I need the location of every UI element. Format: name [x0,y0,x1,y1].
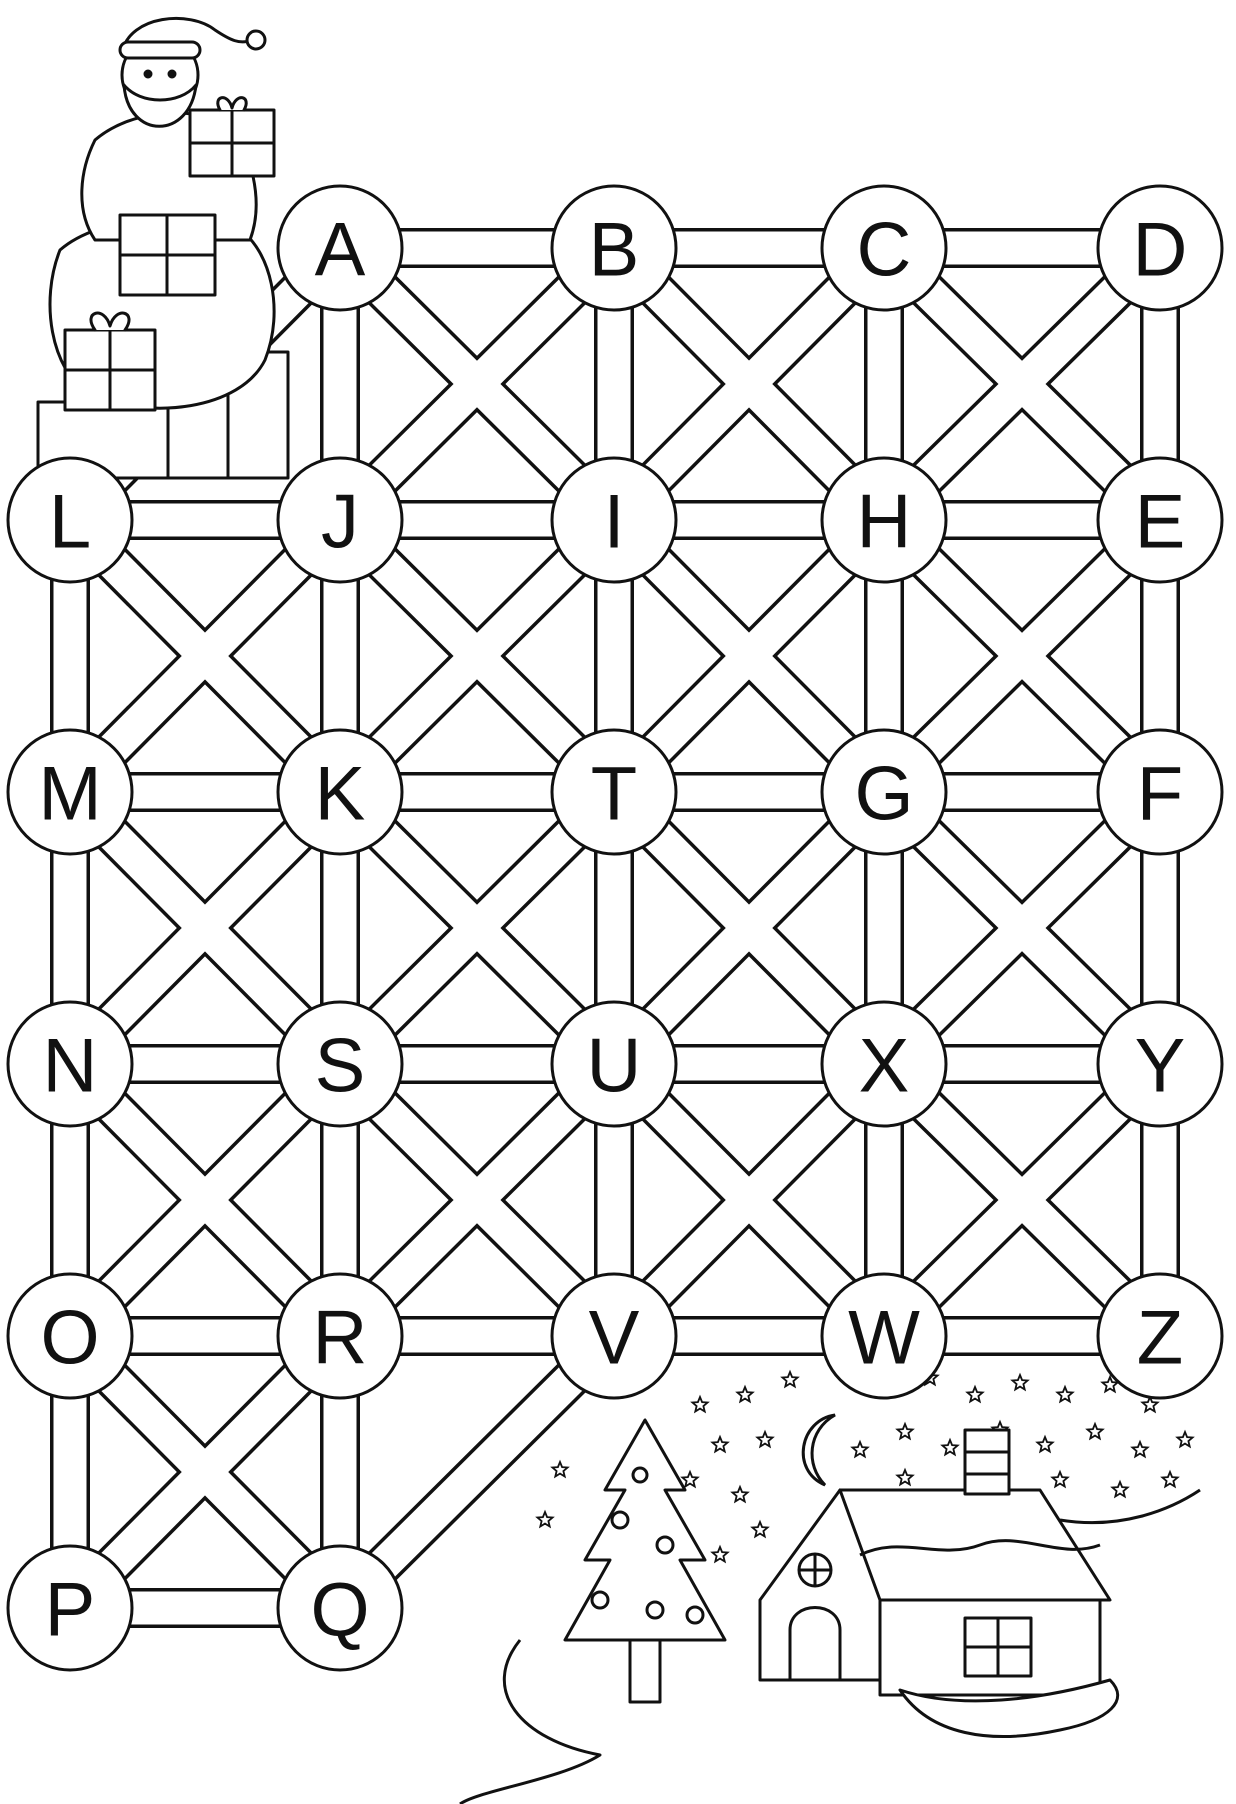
letter-node-u[interactable]: U [552,1002,676,1126]
star-icon [752,1522,767,1537]
letter-node-label: E [1135,480,1186,565]
letter-node-y[interactable]: Y [1098,1002,1222,1126]
star-icon [897,1424,912,1439]
star-icon [1177,1432,1192,1447]
letter-node-label: W [848,1296,920,1381]
star-icon [692,1397,707,1412]
star-icon [1132,1442,1147,1457]
letter-node-label: G [854,752,913,837]
letter-node-t[interactable]: T [552,730,676,854]
letter-node-label: T [591,752,637,837]
letter-node-b[interactable]: B [552,186,676,310]
letter-node-label: S [315,1024,366,1109]
letter-node-label: X [859,1024,910,1109]
star-icon [897,1470,912,1485]
letter-node-z[interactable]: Z [1098,1274,1222,1398]
star-icon [1057,1387,1072,1402]
letter-node-n[interactable]: N [8,1002,132,1126]
letter-node-s[interactable]: S [278,1002,402,1126]
star-icon [712,1437,727,1452]
letter-node-label: F [1137,752,1183,837]
letter-node-c[interactable]: C [822,186,946,310]
letter-node-label: D [1133,208,1188,293]
star-icon [1012,1375,1027,1390]
letter-node-label: L [49,480,91,565]
crescent-moon-icon [803,1415,835,1485]
letter-node-w[interactable]: W [822,1274,946,1398]
star-icon [1162,1472,1177,1487]
letter-node-label: I [603,480,624,565]
star-icon [1052,1472,1067,1487]
letter-node-label: Z [1137,1296,1183,1381]
letter-node-label: C [857,208,912,293]
snowy-house-illustration [460,1430,1200,1804]
letter-node-q[interactable]: Q [278,1546,402,1670]
letter-node-o[interactable]: O [8,1274,132,1398]
letter-node-label: J [321,480,359,565]
letter-node-p[interactable]: P [8,1546,132,1670]
letter-node-label: P [45,1568,96,1653]
letter-node-label: N [43,1024,98,1109]
star-icon [682,1472,697,1487]
star-icon [1087,1424,1102,1439]
letter-node-h[interactable]: H [822,458,946,582]
christmas-tree-illustration [565,1420,725,1702]
letter-node-label: Q [310,1568,369,1653]
letter-node-label: Y [1135,1024,1186,1109]
letter-node-l[interactable]: L [8,458,132,582]
letter-node-e[interactable]: E [1098,458,1222,582]
star-icon [852,1442,867,1457]
star-icon [967,1387,982,1402]
letter-node-a[interactable]: A [278,186,402,310]
letter-node-label: M [38,752,101,837]
letter-node-r[interactable]: R [278,1274,402,1398]
star-icon [712,1547,727,1562]
star-icon [537,1512,552,1527]
letter-node-label: A [315,208,366,293]
letter-node-k[interactable]: K [278,730,402,854]
star-icon [732,1487,747,1502]
letter-node-label: O [40,1296,99,1381]
letter-node-label: R [313,1296,368,1381]
letter-node-m[interactable]: M [8,730,132,854]
letter-node-label: U [587,1024,642,1109]
chimney-icon [965,1430,1009,1494]
letter-node-f[interactable]: F [1098,730,1222,854]
letter-node-d[interactable]: D [1098,186,1222,310]
letter-node-j[interactable]: J [278,458,402,582]
star-icon [1037,1437,1052,1452]
letter-node-label: H [857,480,912,565]
letter-node-label: B [589,208,640,293]
letter-node-x[interactable]: X [822,1002,946,1126]
letter-node-label: K [315,752,366,837]
letter-node-i[interactable]: I [552,458,676,582]
star-icon [552,1462,567,1477]
star-icon [757,1432,772,1447]
star-icon [737,1387,752,1402]
star-icon [942,1440,957,1455]
star-icon [782,1372,797,1387]
letter-node-v[interactable]: V [552,1274,676,1398]
letter-node-g[interactable]: G [822,730,946,854]
letter-node-label: V [589,1296,640,1381]
star-icon [1112,1482,1127,1497]
santa-illustration [38,18,288,478]
